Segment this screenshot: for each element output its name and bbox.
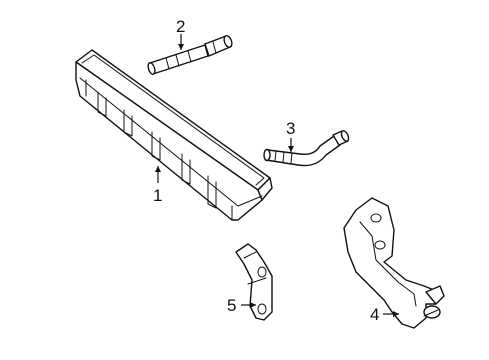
callout-5: 5 [227, 296, 236, 315]
callout-1: 1 [153, 186, 162, 205]
part-2-connector [147, 35, 233, 75]
callout-4: 4 [370, 305, 379, 324]
callout-2: 2 [176, 17, 185, 36]
part-1-housing [75, 49, 273, 221]
part-3-hose [263, 130, 350, 167]
part-5-lever [235, 243, 273, 321]
part-4-bracket [343, 197, 445, 329]
callout-3: 3 [286, 119, 295, 138]
